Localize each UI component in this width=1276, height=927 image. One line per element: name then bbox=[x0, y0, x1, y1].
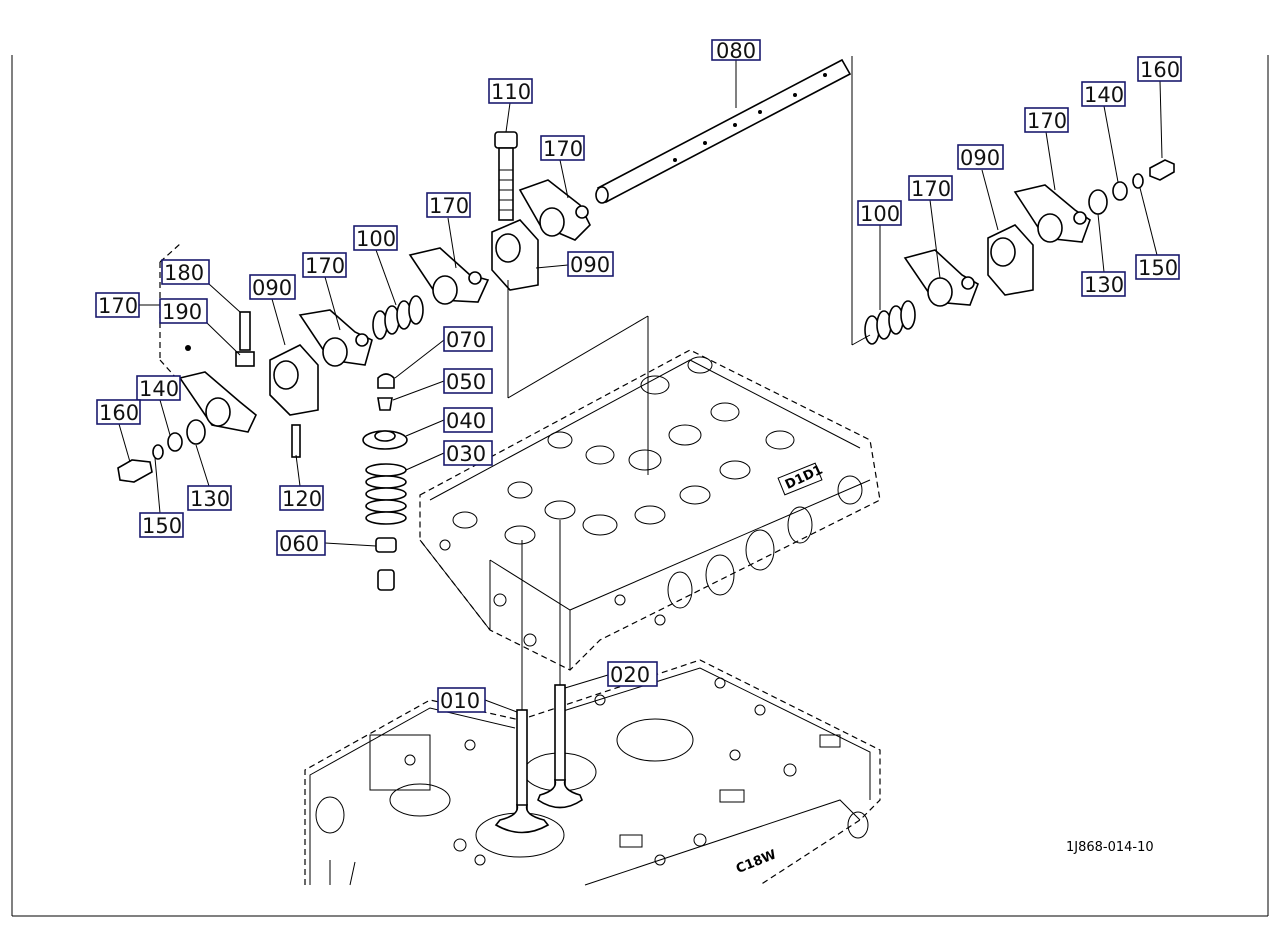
callout-label-spring-right[interactable]: 100 bbox=[857, 200, 902, 226]
callout-label-oring-left[interactable]: 130 bbox=[187, 485, 232, 511]
callout-label-rocker-left[interactable]: 170 bbox=[95, 292, 140, 318]
callout-label-bracket-right[interactable]: 090 bbox=[957, 144, 1004, 170]
valve-cap bbox=[377, 373, 395, 389]
callout-label-bolt-right[interactable]: 160 bbox=[1137, 56, 1182, 82]
callout-text: 150 bbox=[142, 514, 182, 538]
callout-text: 130 bbox=[1084, 273, 1124, 297]
page-border bbox=[11, 55, 1269, 917]
cylinder-head: D1D1 bbox=[419, 349, 881, 671]
callout-label-bolt-top[interactable]: 110 bbox=[488, 78, 533, 104]
assembly-lines bbox=[159, 56, 871, 475]
cylinder-block: C18W bbox=[304, 659, 881, 886]
callout-label-rocker-top[interactable]: 170 bbox=[540, 135, 585, 161]
drawing-reference-code: 1J868-014-10 bbox=[1066, 840, 1154, 855]
bracket-bolt bbox=[494, 131, 518, 221]
callout-label-retainer[interactable]: 040 bbox=[443, 407, 493, 433]
callout-text: 090 bbox=[570, 253, 610, 277]
callout-label-bracket-mid[interactable]: 090 bbox=[567, 251, 614, 277]
rocker-arm-mid bbox=[408, 247, 490, 305]
callout-label-washer-right[interactable]: 140 bbox=[1081, 81, 1126, 107]
callout-text: 050 bbox=[446, 370, 486, 394]
left-end-hardware bbox=[117, 419, 206, 483]
callout-text: 010 bbox=[440, 689, 480, 713]
callout-text: 170 bbox=[1027, 109, 1067, 133]
spring-retainer bbox=[362, 430, 408, 450]
callout-label-bolt-left[interactable]: 160 bbox=[96, 399, 141, 425]
rocker-arm-right-2 bbox=[1013, 184, 1091, 243]
callout-label-stem-seal[interactable]: 060 bbox=[276, 530, 326, 556]
callout-text: 120 bbox=[282, 487, 322, 511]
rocker-bracket-left bbox=[269, 344, 319, 458]
callout-label-valve-spring[interactable]: 030 bbox=[443, 440, 493, 466]
callout-text: 030 bbox=[446, 442, 486, 466]
callout-text: 090 bbox=[252, 276, 292, 300]
callout-text: 140 bbox=[1084, 83, 1124, 107]
callout-text: 150 bbox=[1138, 256, 1178, 280]
adjusting-stud bbox=[235, 311, 255, 367]
callout-text: 160 bbox=[1140, 58, 1180, 82]
callout-label-rocker-left-2[interactable]: 170 bbox=[302, 252, 347, 278]
callout-text: 180 bbox=[164, 261, 204, 285]
callout-label-collet[interactable]: 050 bbox=[443, 368, 493, 394]
rocker-arm-left-2 bbox=[298, 309, 373, 367]
callout-text: 040 bbox=[446, 409, 486, 433]
callout-label-shaft[interactable]: 080 bbox=[711, 39, 761, 63]
callout-text: 100 bbox=[356, 227, 396, 251]
valve-collet bbox=[377, 397, 393, 411]
callout-label-bracket-left[interactable]: 090 bbox=[249, 274, 296, 300]
callout-label-rocker-right-2[interactable]: 170 bbox=[1024, 107, 1069, 133]
callout-text: 070 bbox=[446, 328, 486, 352]
rocker-spring-right bbox=[864, 300, 916, 345]
callout-text: 170 bbox=[911, 177, 951, 201]
callout-text: 080 bbox=[716, 39, 756, 63]
callout-label-nut-left[interactable]: 190 bbox=[159, 298, 208, 324]
callout-label-stud-left[interactable]: 180 bbox=[161, 259, 210, 285]
rocker-bracket-right bbox=[987, 224, 1034, 296]
callout-text: 100 bbox=[860, 202, 900, 226]
block-marking: C18W bbox=[734, 847, 779, 877]
callout-label-rocker-right-1[interactable]: 170 bbox=[908, 175, 953, 201]
callout-text: 020 bbox=[610, 663, 650, 687]
callout-text: 060 bbox=[279, 532, 319, 556]
callout-text: 170 bbox=[305, 254, 345, 278]
exhaust-valve bbox=[537, 520, 583, 809]
intake-valve bbox=[494, 540, 550, 834]
callout-text: 170 bbox=[429, 194, 469, 218]
callout-label-oring-right[interactable]: 130 bbox=[1081, 271, 1126, 297]
valve-spring bbox=[365, 463, 407, 525]
callout-text: 110 bbox=[491, 80, 531, 104]
callout-label-cap[interactable]: 070 bbox=[443, 326, 493, 352]
callout-label-washer-left[interactable]: 140 bbox=[136, 375, 181, 401]
rocker-arm-left bbox=[178, 345, 257, 433]
callout-text: 190 bbox=[162, 300, 202, 324]
leader-lines bbox=[118, 60, 1163, 713]
right-end-hardware bbox=[1088, 159, 1175, 215]
callout-label-spring-mid[interactable]: 100 bbox=[353, 225, 398, 251]
callout-text: 140 bbox=[139, 377, 179, 401]
callout-text: 170 bbox=[98, 294, 138, 318]
rocker-bracket-mid bbox=[491, 219, 539, 291]
stem-seal bbox=[375, 537, 397, 591]
callout-label-pin-left[interactable]: 120 bbox=[279, 485, 324, 511]
rocker-shaft bbox=[595, 58, 852, 204]
callout-text: 160 bbox=[99, 401, 139, 425]
callout-text: 170 bbox=[543, 137, 583, 161]
callout-text: 130 bbox=[190, 487, 230, 511]
rocker-spring-mid bbox=[372, 295, 424, 340]
rocker-arm-top bbox=[518, 179, 591, 241]
callout-label-intake-valve[interactable]: 010 bbox=[437, 687, 486, 713]
callout-label-rocker-mid[interactable]: 170 bbox=[426, 192, 471, 218]
callout-label-exhaust-valve[interactable]: 020 bbox=[607, 661, 658, 687]
rocker-arm-right-1 bbox=[903, 249, 979, 307]
callout-text: 090 bbox=[960, 146, 1000, 170]
callout-label-ring-right[interactable]: 150 bbox=[1135, 254, 1180, 280]
callout-label-ring-left[interactable]: 150 bbox=[139, 512, 184, 538]
